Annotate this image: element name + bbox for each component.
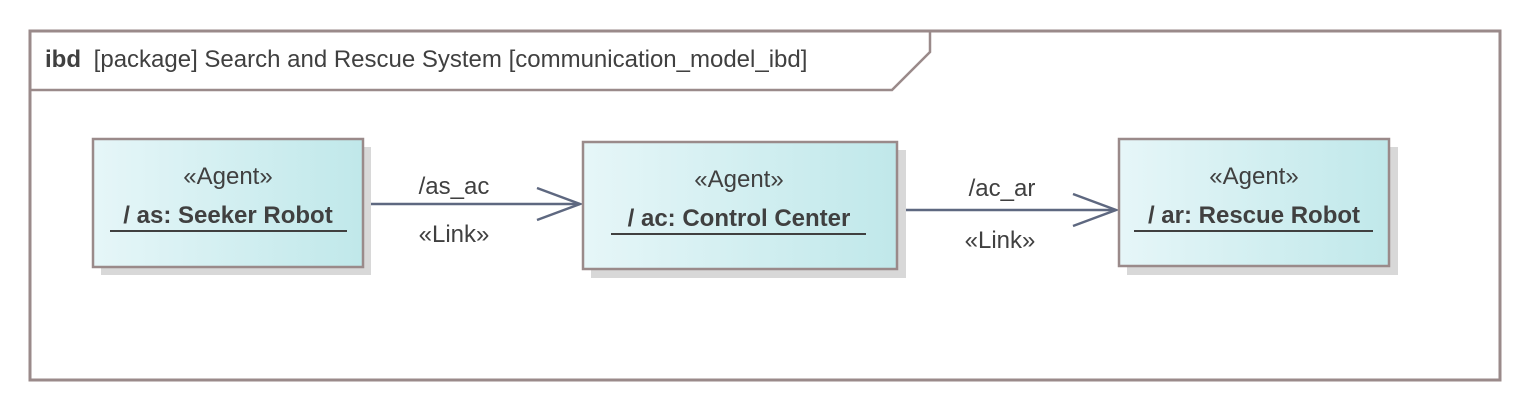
connector-as-ac[interactable]: /as_ac «Link» xyxy=(363,173,584,248)
part-box[interactable] xyxy=(581,140,899,271)
part-rescue-robot[interactable]: «Agent» / ar: Rescue Robot xyxy=(1117,137,1398,275)
connector-stereotype: «Link» xyxy=(419,221,490,248)
connector-name: /ac_ar xyxy=(969,175,1036,202)
connector-stereotype: «Link» xyxy=(965,227,1036,254)
part-box[interactable] xyxy=(91,137,365,269)
frame-heading: ibd [package] Search and Rescue System [… xyxy=(45,46,807,73)
part-stereotype: «Agent» xyxy=(694,166,783,193)
arrowhead-icon xyxy=(1072,192,1120,228)
frame-keyword: ibd xyxy=(45,46,81,73)
arrowhead-icon xyxy=(536,186,584,222)
part-control-center[interactable]: «Agent» / ac: Control Center xyxy=(581,140,906,278)
connector-name: /as_ac xyxy=(419,173,490,200)
part-stereotype: «Agent» xyxy=(1209,163,1298,190)
part-box[interactable] xyxy=(1117,137,1391,268)
connector-ac-ar[interactable]: /ac_ar «Link» xyxy=(897,175,1120,254)
part-name: / ac: Control Center xyxy=(628,205,851,232)
frame-label: [package] Search and Rescue System [comm… xyxy=(94,46,808,73)
part-name: / ar: Rescue Robot xyxy=(1148,202,1360,229)
part-name: / as: Seeker Robot xyxy=(123,202,332,229)
part-seeker-robot[interactable]: «Agent» / as: Seeker Robot xyxy=(91,137,371,275)
frame-heading-tab xyxy=(30,31,932,92)
part-stereotype: «Agent» xyxy=(183,163,272,190)
